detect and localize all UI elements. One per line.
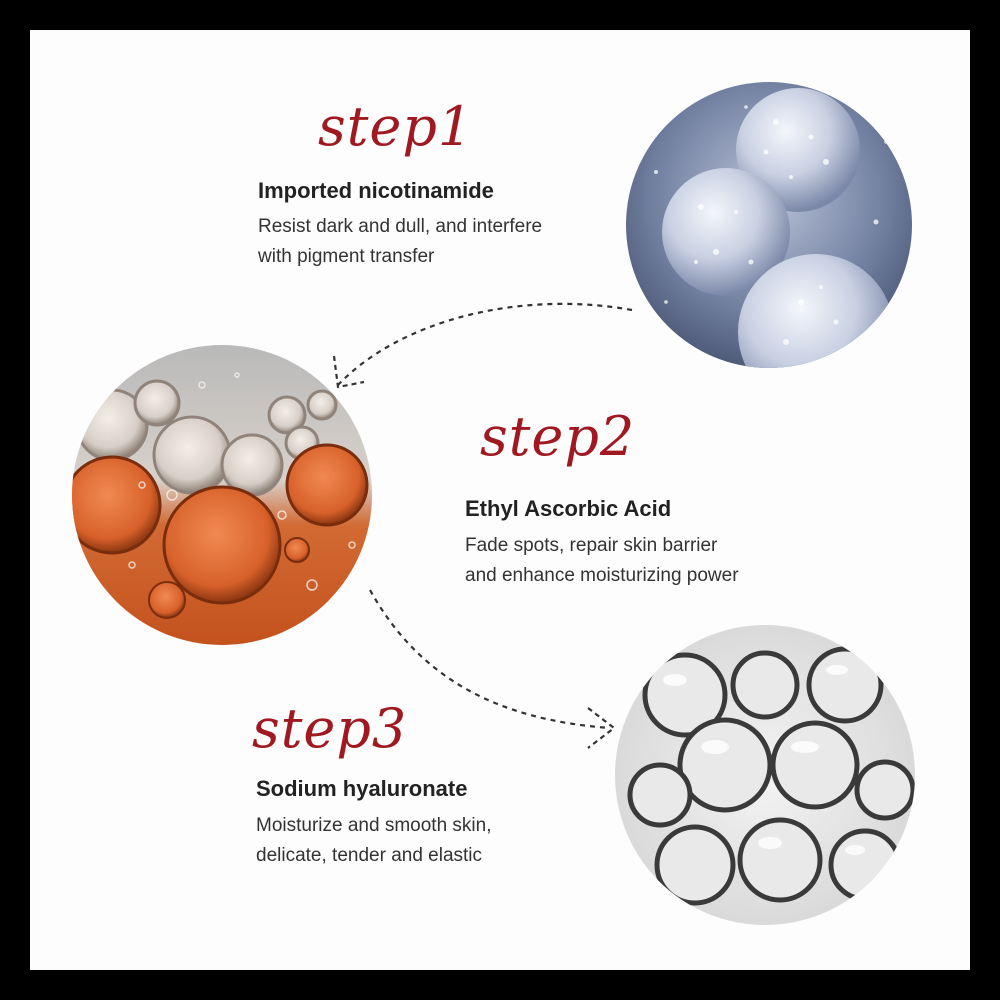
step3-ingredient: Sodium hyaluronate: [256, 776, 468, 801]
step2-desc-line: and enhance moisturizing power: [465, 565, 739, 586]
silver-foam-bubbles-image: [615, 625, 915, 925]
arrowhead-icon: [587, 707, 616, 749]
step3-title: step3: [252, 697, 408, 760]
step1-desc-line: with pigment transfer: [258, 246, 435, 267]
step3-desc-line: delicate, tender and elastic: [256, 845, 483, 866]
connector-step1-to-step2: [337, 302, 633, 386]
orange-oil-droplets-image: [72, 345, 372, 645]
step1-title: step1: [318, 95, 474, 158]
step2-description: Fade spots, repair skin barrier and enha…: [465, 531, 739, 591]
connector-step2-to-step3: [369, 589, 611, 730]
arrowhead-icon: [332, 355, 365, 389]
blue-bubbles-image: [626, 82, 912, 368]
step2-title: step2: [480, 405, 636, 468]
step3-description: Moisturize and smooth skin, delicate, te…: [256, 811, 492, 871]
step1-ingredient: Imported nicotinamide: [258, 178, 494, 203]
step1-description: Resist dark and dull, and interfere with…: [258, 212, 542, 272]
step1-desc-line: Resist dark and dull, and interfere: [258, 216, 543, 237]
step2-desc-line: Fade spots, repair skin barrier: [465, 535, 718, 556]
step3-desc-line: Moisturize and smooth skin,: [256, 815, 492, 836]
step2-ingredient: Ethyl Ascorbic Acid: [465, 496, 672, 521]
